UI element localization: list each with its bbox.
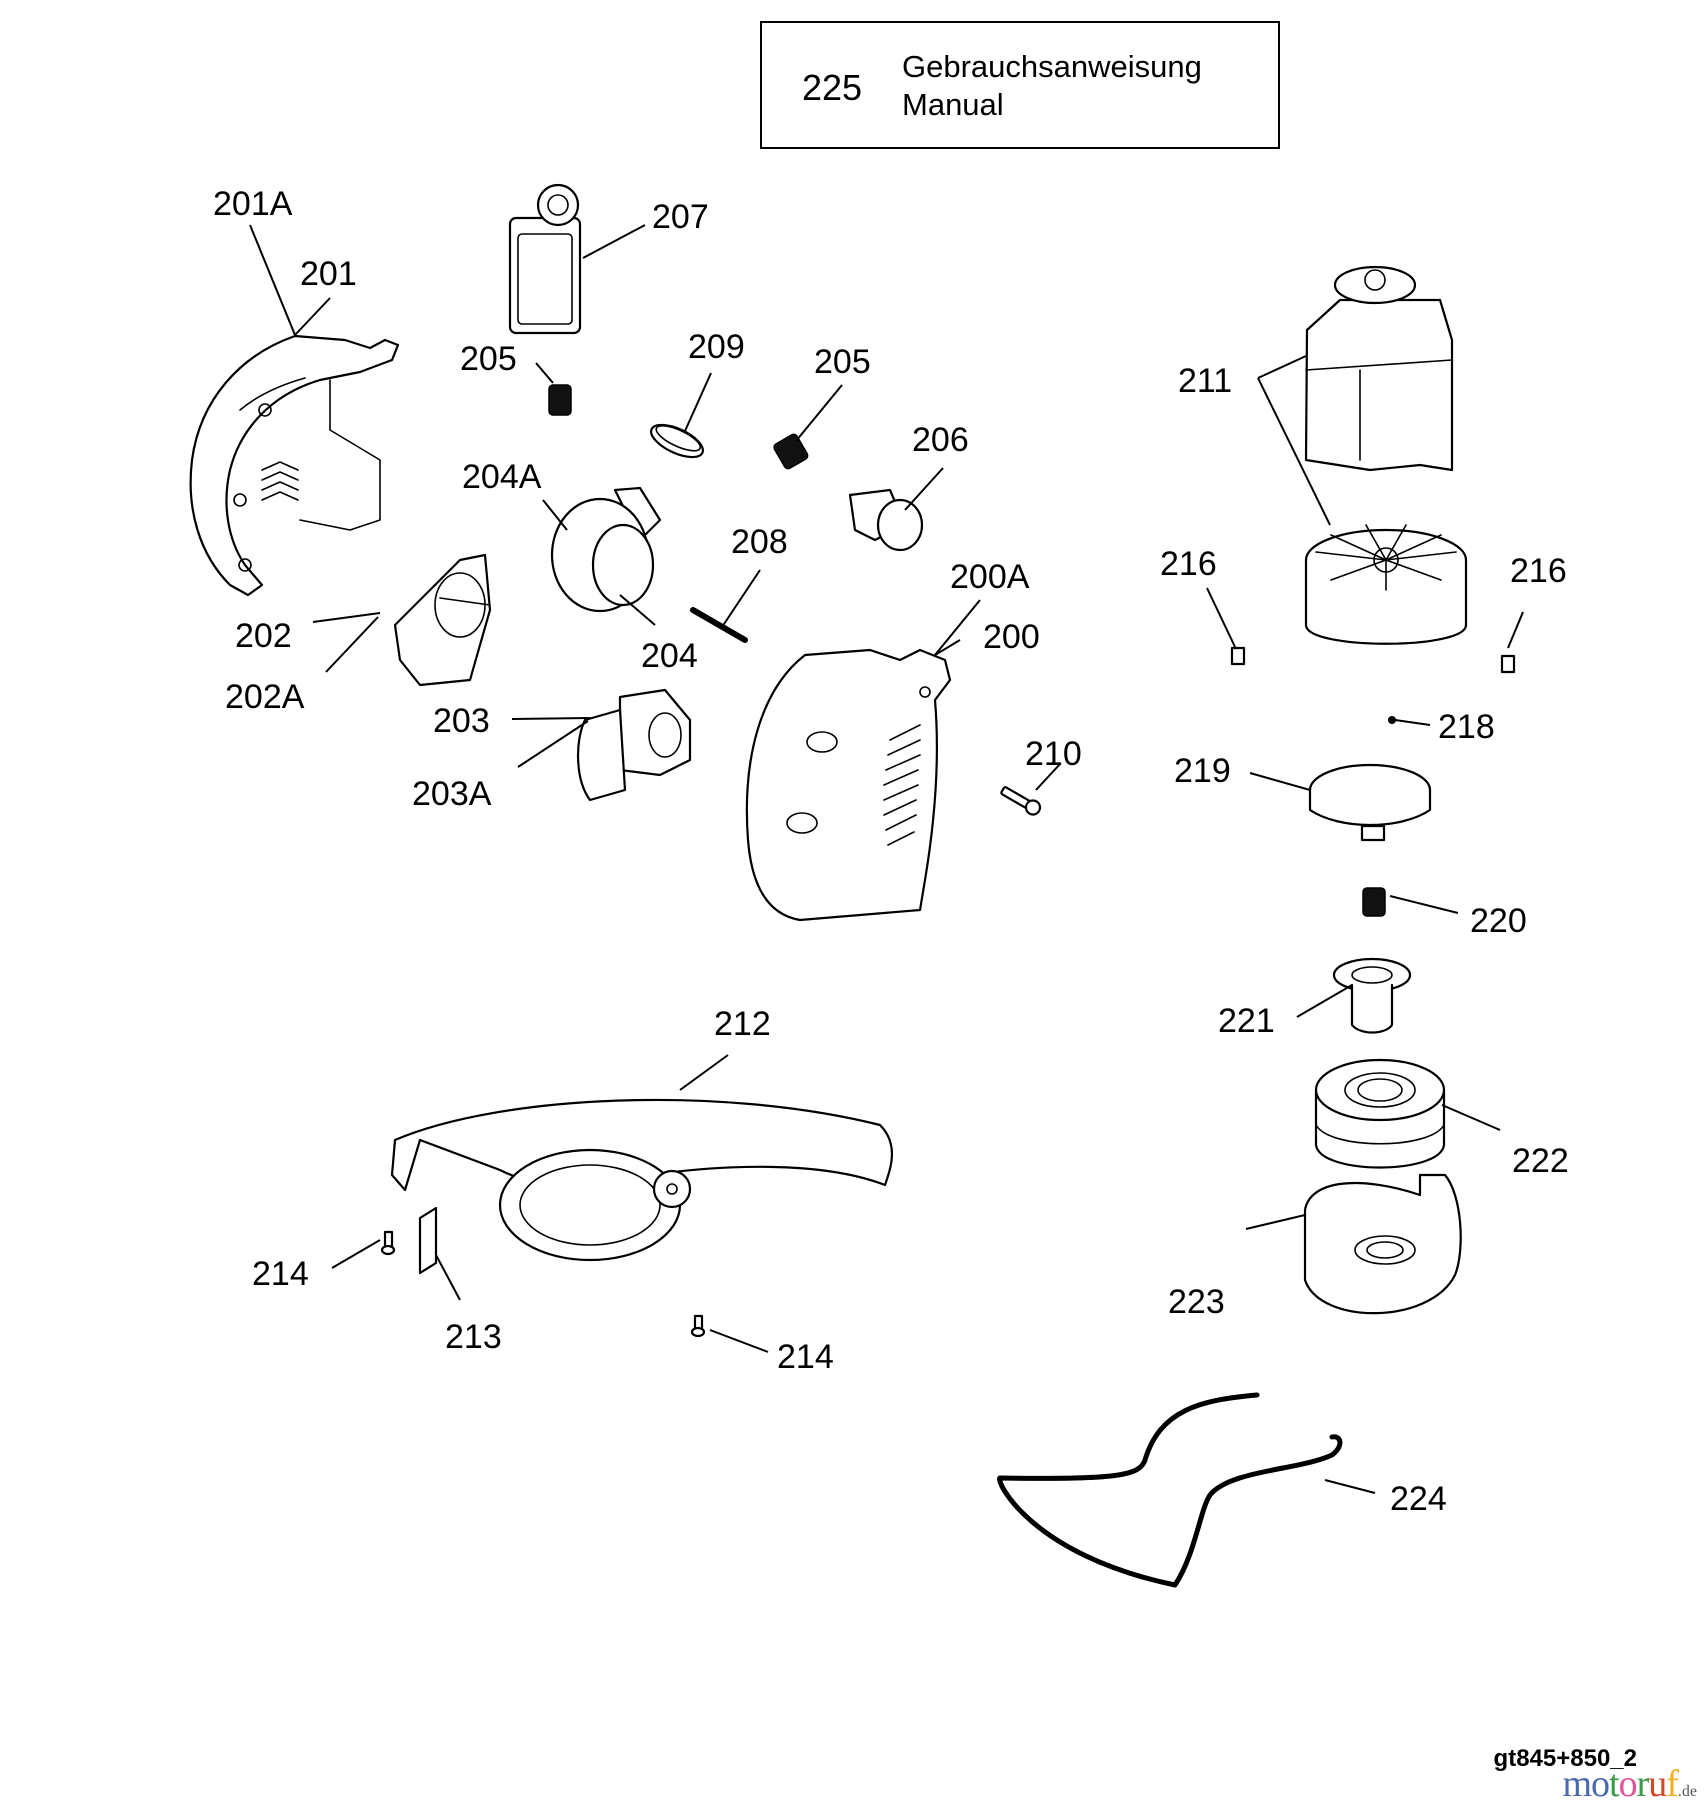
part-214-screw-right[interactable] [690, 1314, 706, 1338]
callout-207: 207 [652, 198, 709, 236]
callout-201: 201 [300, 255, 357, 293]
part-210-screw[interactable] [999, 784, 1042, 817]
callout-202A: 202A [225, 678, 305, 716]
callout-214-right: 214 [777, 1338, 834, 1376]
watermark-letter: u [1648, 1763, 1667, 1805]
part-224-wire-guard[interactable] [997, 1392, 1343, 1588]
part-216-clip-right[interactable] [1500, 654, 1516, 674]
watermark-letter: o [1591, 1763, 1610, 1805]
part-212-guard[interactable] [390, 1098, 894, 1262]
callout-216-left: 216 [1160, 545, 1217, 583]
leader-lines [249, 224, 1524, 1494]
callout-204A: 204A [462, 458, 542, 496]
callout-204: 204 [641, 637, 698, 675]
part-207-switch-frame[interactable] [508, 183, 582, 335]
part-216-clip-left[interactable] [1230, 646, 1246, 666]
callout-200A: 200A [950, 558, 1030, 596]
part-214-screw-left[interactable] [380, 1230, 396, 1256]
part-204-sleeve[interactable] [550, 486, 662, 613]
part-211-fan[interactable] [1304, 524, 1468, 645]
part-202-gear-housing[interactable] [393, 553, 492, 687]
part-200-front-housing[interactable] [745, 648, 952, 922]
callout-222: 222 [1512, 1142, 1569, 1180]
motoruf-watermark: motoruf.de [1562, 1762, 1697, 1806]
part-205-spring-left[interactable] [548, 384, 572, 416]
callout-220: 220 [1470, 902, 1527, 940]
callout-210: 210 [1025, 735, 1082, 773]
callout-211: 211 [1178, 362, 1232, 400]
callout-206: 206 [912, 421, 969, 459]
callout-212: 212 [714, 1005, 771, 1043]
watermark-letter: t [1609, 1763, 1620, 1805]
callout-218: 218 [1438, 708, 1495, 746]
callout-221: 221 [1218, 1002, 1275, 1040]
part-206-button[interactable] [848, 488, 924, 552]
callout-219: 219 [1174, 752, 1231, 790]
callout-201A: 201A [213, 185, 293, 223]
callout-205-right: 205 [814, 343, 871, 381]
callout-200: 200 [983, 618, 1040, 656]
callout-208: 208 [731, 523, 788, 561]
part-209-cap[interactable] [647, 418, 708, 463]
callout-203: 203 [433, 702, 490, 740]
callout-205-left: 205 [460, 340, 517, 378]
part-208-pin[interactable] [690, 607, 748, 643]
callout-214-left: 214 [252, 1255, 309, 1293]
callout-209: 209 [688, 328, 745, 366]
part-205-spring-right[interactable] [773, 433, 810, 470]
part-222-spool[interactable] [1314, 1058, 1446, 1169]
callout-224: 224 [1390, 1480, 1447, 1518]
diagram-code: gt845+850_2 [1493, 1745, 1637, 1772]
watermark-letter: f [1666, 1763, 1679, 1805]
part-221-bobbin-hub[interactable] [1332, 957, 1412, 1034]
callout-203A: 203A [412, 775, 492, 813]
part-201-rear-housing[interactable] [189, 334, 400, 597]
manual-reference-box: 225 Gebrauchsanweisung Manual [760, 21, 1280, 149]
callout-216-right: 216 [1510, 552, 1567, 590]
watermark-letter: r [1636, 1763, 1650, 1805]
watermark-tld: .de [1677, 1783, 1697, 1800]
manual-part-number: 225 [802, 67, 863, 108]
part-218-ball[interactable] [1388, 716, 1396, 724]
part-219-spool-carrier[interactable] [1308, 763, 1432, 842]
callout-223: 223 [1168, 1283, 1225, 1321]
part-220-spring[interactable] [1362, 887, 1386, 917]
callout-labels: 201A 201 207 205 209 205 206 204A 208 20… [213, 185, 1569, 1518]
part-211-motor[interactable] [1304, 265, 1454, 472]
watermark-letter: o [1618, 1763, 1638, 1805]
callout-202: 202 [235, 617, 292, 655]
part-223-spool-cover[interactable] [1303, 1173, 1462, 1315]
manual-label-english: Manual [902, 87, 1004, 122]
part-213-label-plate[interactable] [418, 1206, 438, 1275]
watermark-letter: m [1562, 1763, 1592, 1805]
manual-label-german: Gebrauchsanweisung [902, 49, 1202, 84]
part-203-knob[interactable] [577, 688, 692, 802]
callout-213: 213 [445, 1318, 502, 1356]
